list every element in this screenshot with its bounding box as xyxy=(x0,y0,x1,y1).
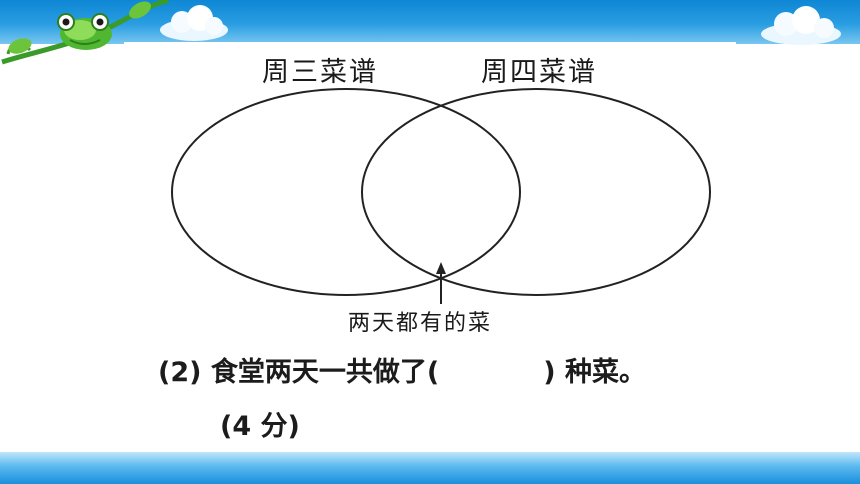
right-set-label: 周四菜谱 xyxy=(481,57,597,88)
left-set-circle xyxy=(171,88,521,296)
venn-panel xyxy=(124,42,736,342)
cloud-icon xyxy=(761,6,841,45)
right-set-circle xyxy=(361,88,711,296)
question-line: (2) 食堂两天一共做了( ) 种菜。 xyxy=(158,350,646,389)
overlap-label: 两天都有的菜 xyxy=(348,311,493,336)
bottom-banner xyxy=(0,452,860,484)
left-set-label: 周三菜谱 xyxy=(262,57,378,88)
question-text-before: (2) 食堂两天一共做了( xyxy=(158,357,440,388)
overlap-pointer-arrowhead xyxy=(436,262,446,274)
score-label: (4 分) xyxy=(220,411,300,442)
question-text-after: ) 种菜。 xyxy=(543,357,646,388)
frog-vine-icon xyxy=(1,0,170,65)
cloud-icon xyxy=(160,5,228,41)
